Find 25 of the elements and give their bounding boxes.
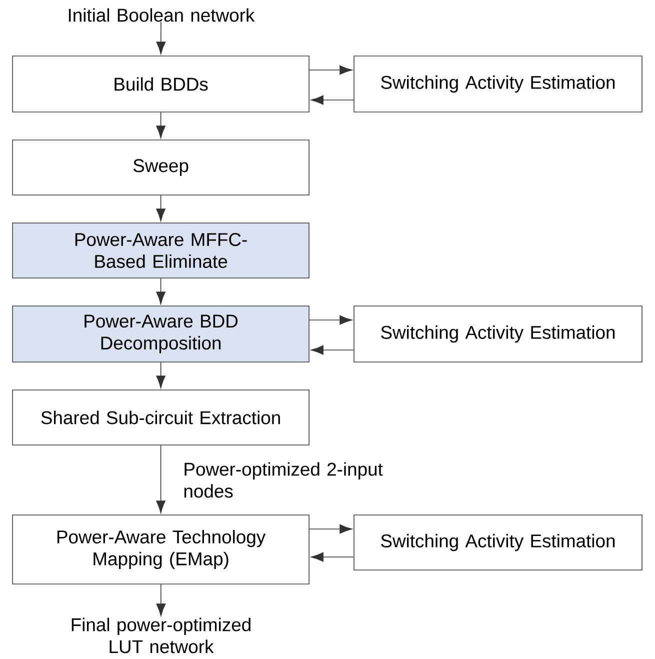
arrow (156, 445, 166, 514)
process-box: Sweep (12, 140, 310, 196)
process-box: Power-Aware Technology Mapping (EMap) (12, 514, 310, 584)
arrow (156, 584, 166, 616)
arrow (156, 362, 166, 388)
process-box: Switching Activity Estimation (354, 514, 642, 570)
process-box: Switching Activity Estimation (354, 56, 642, 112)
arrow (309, 524, 352, 534)
arrow (309, 65, 352, 75)
arrow (309, 315, 352, 325)
process-box: Switching Activity Estimation (354, 306, 642, 362)
arrow (156, 195, 166, 222)
process-box: Build BDDs (12, 56, 310, 112)
arrow (310, 552, 354, 562)
flow-text: Final power-optimized LUT network (72, 618, 250, 654)
edge-label: Power-optimized 2-input nodes (184, 462, 383, 498)
arrow (156, 112, 166, 138)
process-box: Power-Aware MFFC-Based Eliminate (12, 222, 310, 278)
arrow (156, 22, 166, 54)
arrow (310, 345, 354, 355)
arrow (310, 95, 354, 105)
flow-text: Initial Boolean network (68, 8, 255, 22)
process-box: Power-Aware BDD Decomposition (12, 306, 310, 362)
arrow (156, 278, 166, 304)
process-box: Shared Sub-circuit Extraction (12, 390, 310, 446)
